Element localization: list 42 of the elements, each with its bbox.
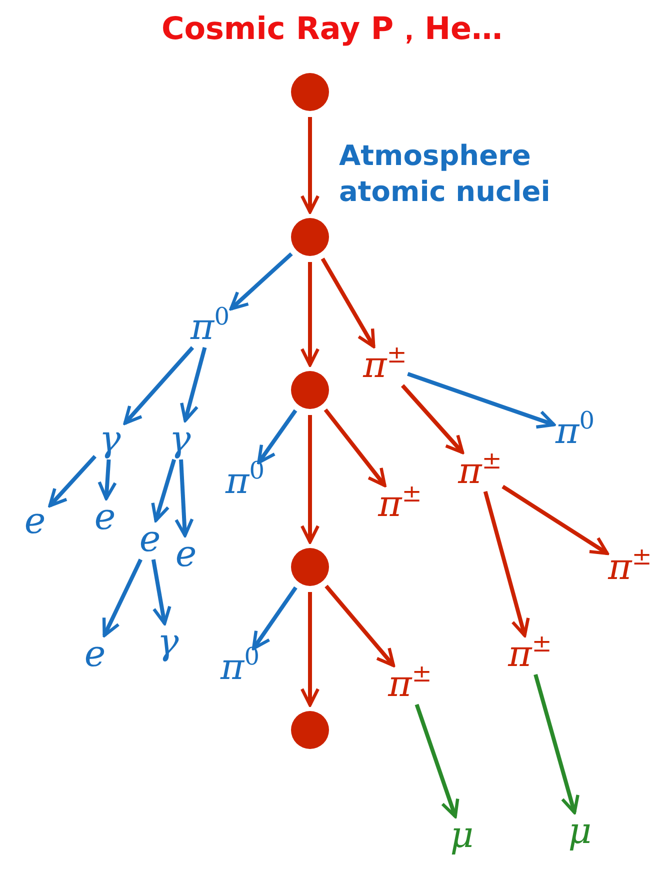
arrow: [300, 415, 320, 544]
arrow: [174, 459, 194, 538]
arrow: [300, 262, 320, 367]
particle-symbol: e: [173, 537, 199, 573]
arrow: [502, 484, 609, 556]
arrow: [483, 490, 530, 638]
arrow: [98, 459, 117, 500]
arrow: [151, 458, 176, 522]
particle-symbol: μ: [448, 818, 476, 854]
particle-symbol: μ: [566, 814, 594, 850]
arrow: [324, 408, 386, 488]
particle-symbol: γ: [97, 422, 123, 458]
arrow: [123, 346, 194, 425]
arrow: [151, 559, 172, 626]
particle-symbol: e: [82, 637, 108, 673]
arrow: [534, 674, 580, 814]
arrow: [400, 384, 464, 454]
particle-symbol: π$^{±}$: [506, 637, 554, 673]
particle-symbol: π$^{±}$: [361, 348, 409, 384]
arrow: [407, 372, 556, 429]
arrow: [414, 704, 460, 818]
arrow: [300, 592, 320, 707]
arrow: [180, 346, 207, 422]
particle-symbol: π$^{±}$: [376, 487, 424, 523]
particle-symbol: e: [137, 522, 163, 558]
arrow: [300, 117, 320, 214]
medium-label: Atmosphere atomic nuclei: [339, 138, 552, 210]
particle-symbol: γ: [155, 625, 181, 661]
particle-symbol: γ: [167, 422, 193, 458]
title: Cosmic Ray P，He…: [161, 11, 503, 47]
particle-symbol: π$^{±}$: [386, 667, 434, 703]
particle-symbol: e: [92, 500, 118, 536]
arrow: [320, 258, 376, 348]
particle-symbol: e: [22, 504, 48, 540]
arrow: [252, 586, 298, 650]
arrow: [48, 454, 97, 508]
arrow: [229, 252, 293, 310]
arrow: [102, 558, 142, 638]
particle-symbol: π$^{±}$: [456, 454, 504, 490]
arrow: [257, 409, 298, 464]
particle-symbol: π$^{±}$: [606, 550, 654, 586]
arrow: [324, 584, 396, 668]
